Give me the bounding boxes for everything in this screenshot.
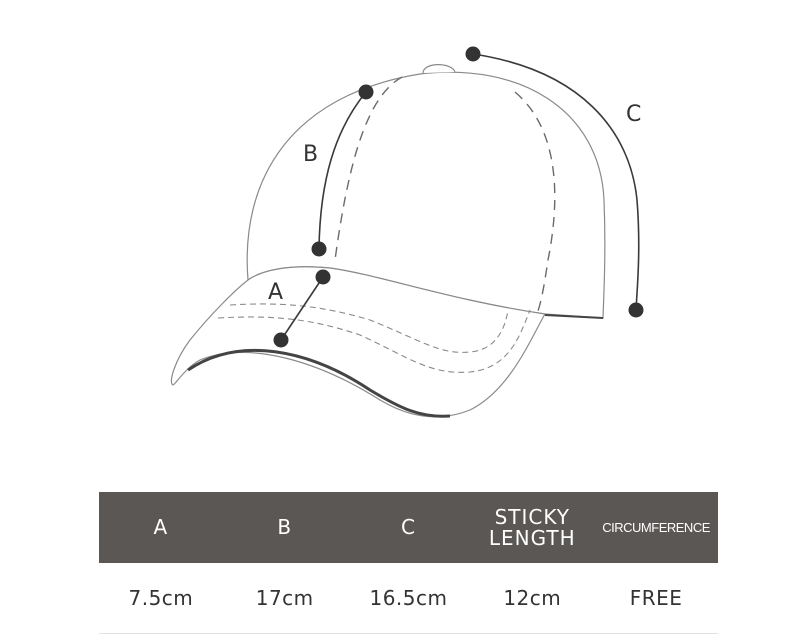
- header-a: A: [153, 515, 169, 539]
- brim-stitch-outer: [229, 303, 509, 353]
- cap-seam-left: [334, 76, 403, 261]
- label-a: A: [268, 280, 284, 305]
- cap-button: [422, 64, 456, 74]
- header-sticky-line2: LENGTH: [488, 525, 576, 550]
- measure-b-dot-top: [358, 84, 374, 100]
- measure-c-line: [472, 53, 640, 311]
- value-b: 17cm: [255, 586, 314, 610]
- value-circumference: FREE: [629, 586, 683, 610]
- value-sticky-length: 12cm: [503, 586, 562, 610]
- header-sticky-length: STICKY LENGTH: [470, 492, 594, 563]
- measure-a-line: [280, 276, 324, 341]
- label-c: C: [626, 102, 642, 127]
- measure-b-line: [318, 91, 367, 250]
- header-b: B: [277, 515, 293, 539]
- header-sticky-line1: STICKY: [494, 504, 570, 529]
- value-c: 16.5cm: [369, 586, 448, 610]
- measure-a-dot-bottom: [273, 332, 289, 348]
- cap-diagram: [170, 46, 644, 418]
- value-a: 7.5cm: [128, 586, 194, 610]
- measure-b-dot-bottom: [311, 241, 327, 257]
- measure-c-dot-bottom: [628, 302, 644, 318]
- table-row: 7.5cm 17cm 16.5cm 12cm FREE: [99, 563, 718, 634]
- cap-crown-underside: [544, 314, 604, 319]
- brim-stitch-inner: [217, 309, 531, 373]
- cap-brim-underside: [187, 348, 451, 418]
- label-b: B: [303, 142, 319, 167]
- measure-c-dot-top: [465, 46, 481, 62]
- measure-a-dot-top: [315, 269, 331, 285]
- cap-seam-right: [514, 91, 556, 315]
- header-circumference: CIRCUMFERENCE: [602, 520, 710, 535]
- header-c: C: [401, 515, 416, 539]
- size-table: A B C STICKY LENGTH CIRCUMFERENCE 7.5cm …: [99, 492, 718, 634]
- table-header-row: A B C STICKY LENGTH CIRCUMFERENCE: [99, 492, 718, 563]
